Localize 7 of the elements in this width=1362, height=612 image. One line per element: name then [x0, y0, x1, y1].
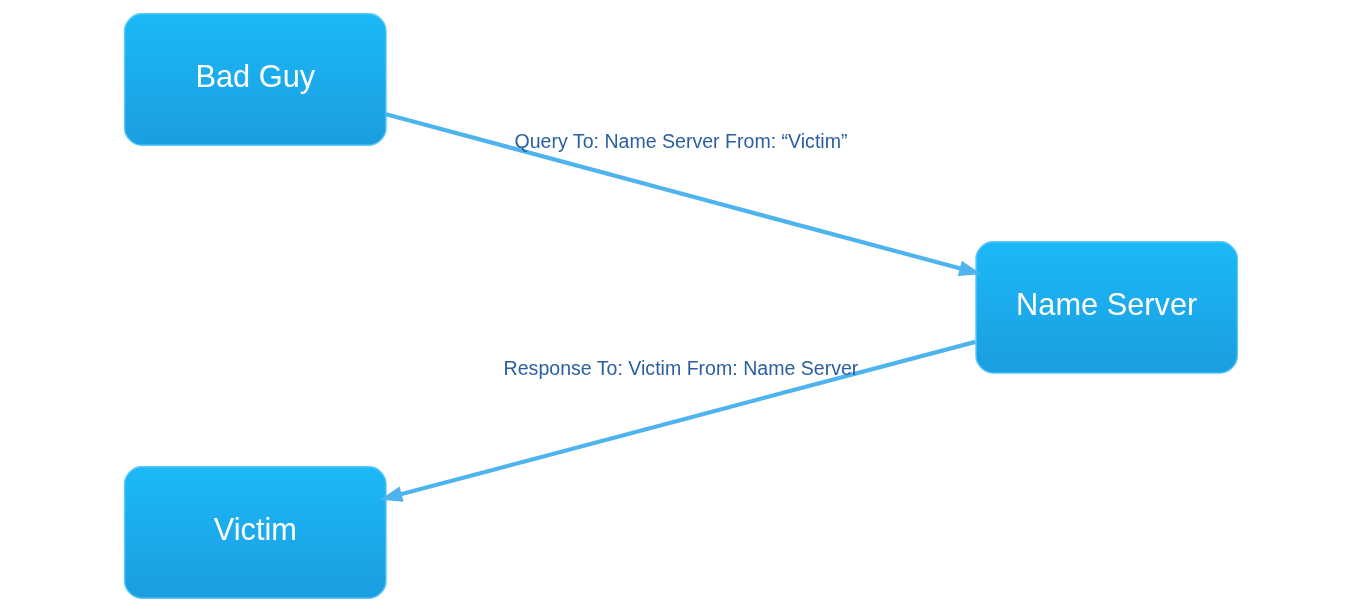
edge-label: Query To: Name Server From: “Victim” — [514, 130, 848, 153]
edge-label: Response To: Victim From: Name Server — [503, 356, 859, 379]
node-box: Bad Guy — [123, 13, 387, 146]
arrow — [385, 112, 982, 276]
arrow — [379, 339, 976, 502]
node-box: Victim — [123, 466, 387, 599]
node-box: Name Server — [975, 241, 1239, 374]
